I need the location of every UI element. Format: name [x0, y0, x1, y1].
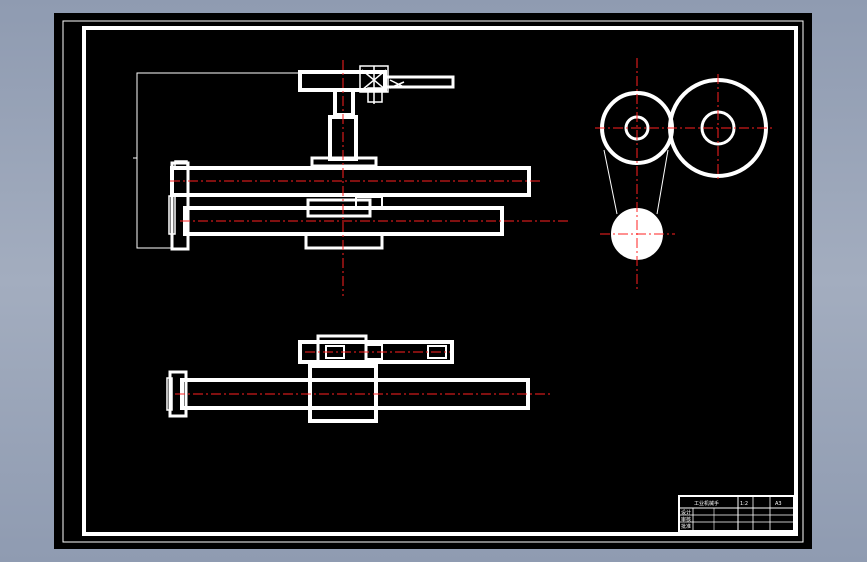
top-end-plate [168, 370, 188, 418]
top-end-flange [166, 377, 173, 411]
end-cap-mid [168, 195, 176, 235]
title-block [678, 495, 795, 532]
end-plate [170, 161, 190, 251]
gear-flange [367, 87, 383, 103]
title-block-drawing-title: 工业机械手 [694, 500, 719, 507]
drawing-sheet [54, 13, 812, 549]
gear-face [389, 79, 403, 87]
front-view-assembly [133, 65, 531, 251]
title-block-frame [678, 495, 795, 532]
top-rail-upper [298, 340, 454, 364]
title-block-sheet-size: A3 [775, 501, 782, 507]
inner-frame [82, 26, 798, 536]
t-head-arm [383, 75, 455, 89]
title-block-row-label-1: 设计 [681, 509, 691, 516]
slider-pin [355, 196, 383, 210]
slider-block-bottom [304, 232, 384, 250]
outline-left-frame [136, 72, 300, 249]
centerlines-side [595, 58, 772, 290]
outer-frame [62, 20, 804, 543]
centerlines-top [175, 351, 552, 395]
title-block-row-label-2: 审核 [681, 516, 691, 523]
belt-right [656, 149, 669, 215]
title-block-scale: 1:2 [740, 501, 748, 507]
title-block-row-label-3: 批准 [681, 523, 691, 530]
belt-left [603, 149, 618, 215]
gear-face-2 [389, 81, 405, 89]
centerlines-front [170, 60, 570, 296]
end-cap-top [174, 160, 188, 168]
bevel-gear [359, 65, 405, 104]
